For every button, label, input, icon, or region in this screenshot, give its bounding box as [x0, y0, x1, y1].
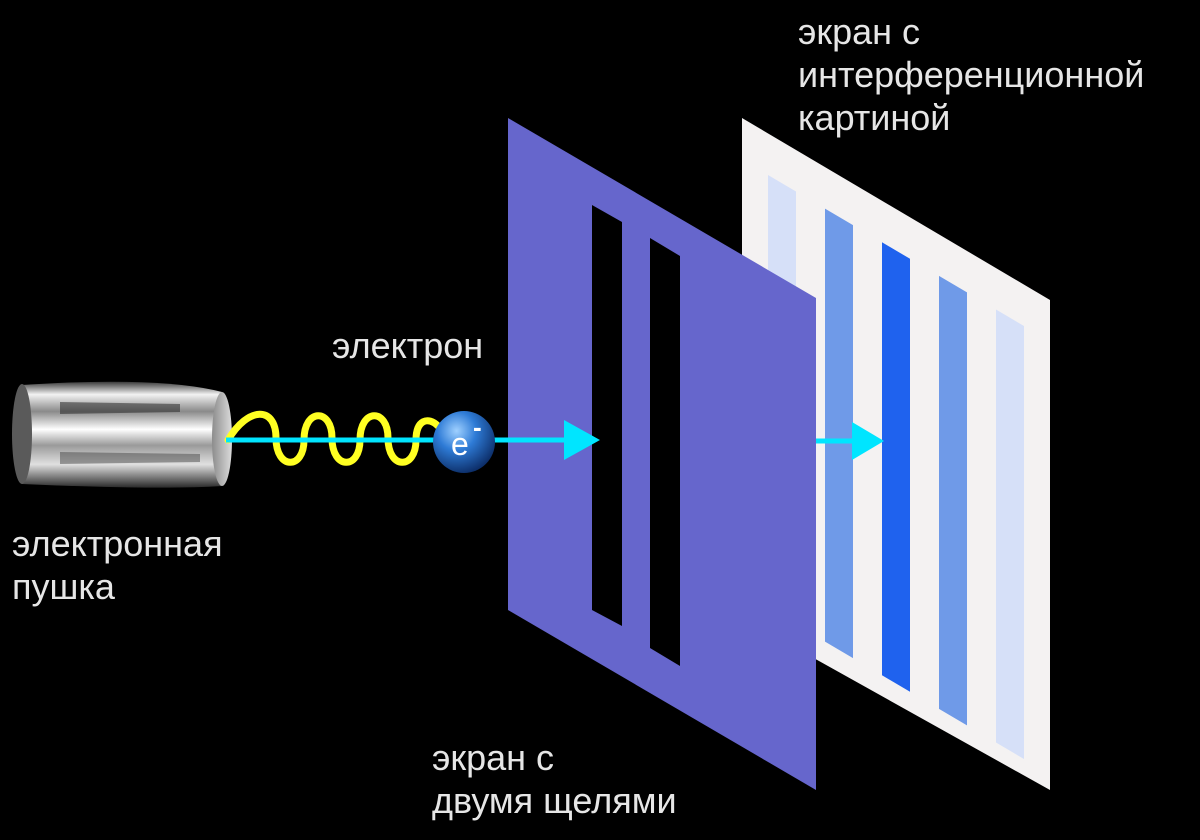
slit-screen-label-line-2: двумя щелями [432, 779, 677, 822]
electron-label: электрон [332, 324, 483, 367]
electron-gun-label-line-1: электронная [12, 522, 223, 565]
electron-gun [12, 382, 232, 488]
electron-charge-sign: - [473, 412, 482, 442]
electron-symbol: e [451, 426, 469, 462]
slit-screen-label-line-1: экран с [432, 736, 677, 779]
electron-gun-barrel [22, 382, 222, 488]
electron-gun-back [12, 384, 32, 484]
interference-band-5 [996, 310, 1024, 760]
interference-band-4 [939, 276, 967, 726]
slit-screen-label: экран с двумя щелями [432, 736, 677, 822]
pattern-screen-label: экран с интерференционной картиной [798, 10, 1144, 139]
pattern-screen-label-line-3: картиной [798, 96, 1144, 139]
pattern-screen-label-line-1: экран с [798, 10, 1144, 53]
electron-particle: e - [433, 411, 495, 473]
interference-band-3 [882, 242, 910, 692]
interference-band-2 [825, 209, 853, 659]
slit-1 [592, 205, 622, 626]
electron-gun-label-line-2: пушка [12, 565, 223, 608]
slit-2 [650, 238, 680, 666]
pattern-screen-label-line-2: интерференционной [798, 53, 1144, 96]
electron-gun-label: электронная пушка [12, 522, 223, 608]
